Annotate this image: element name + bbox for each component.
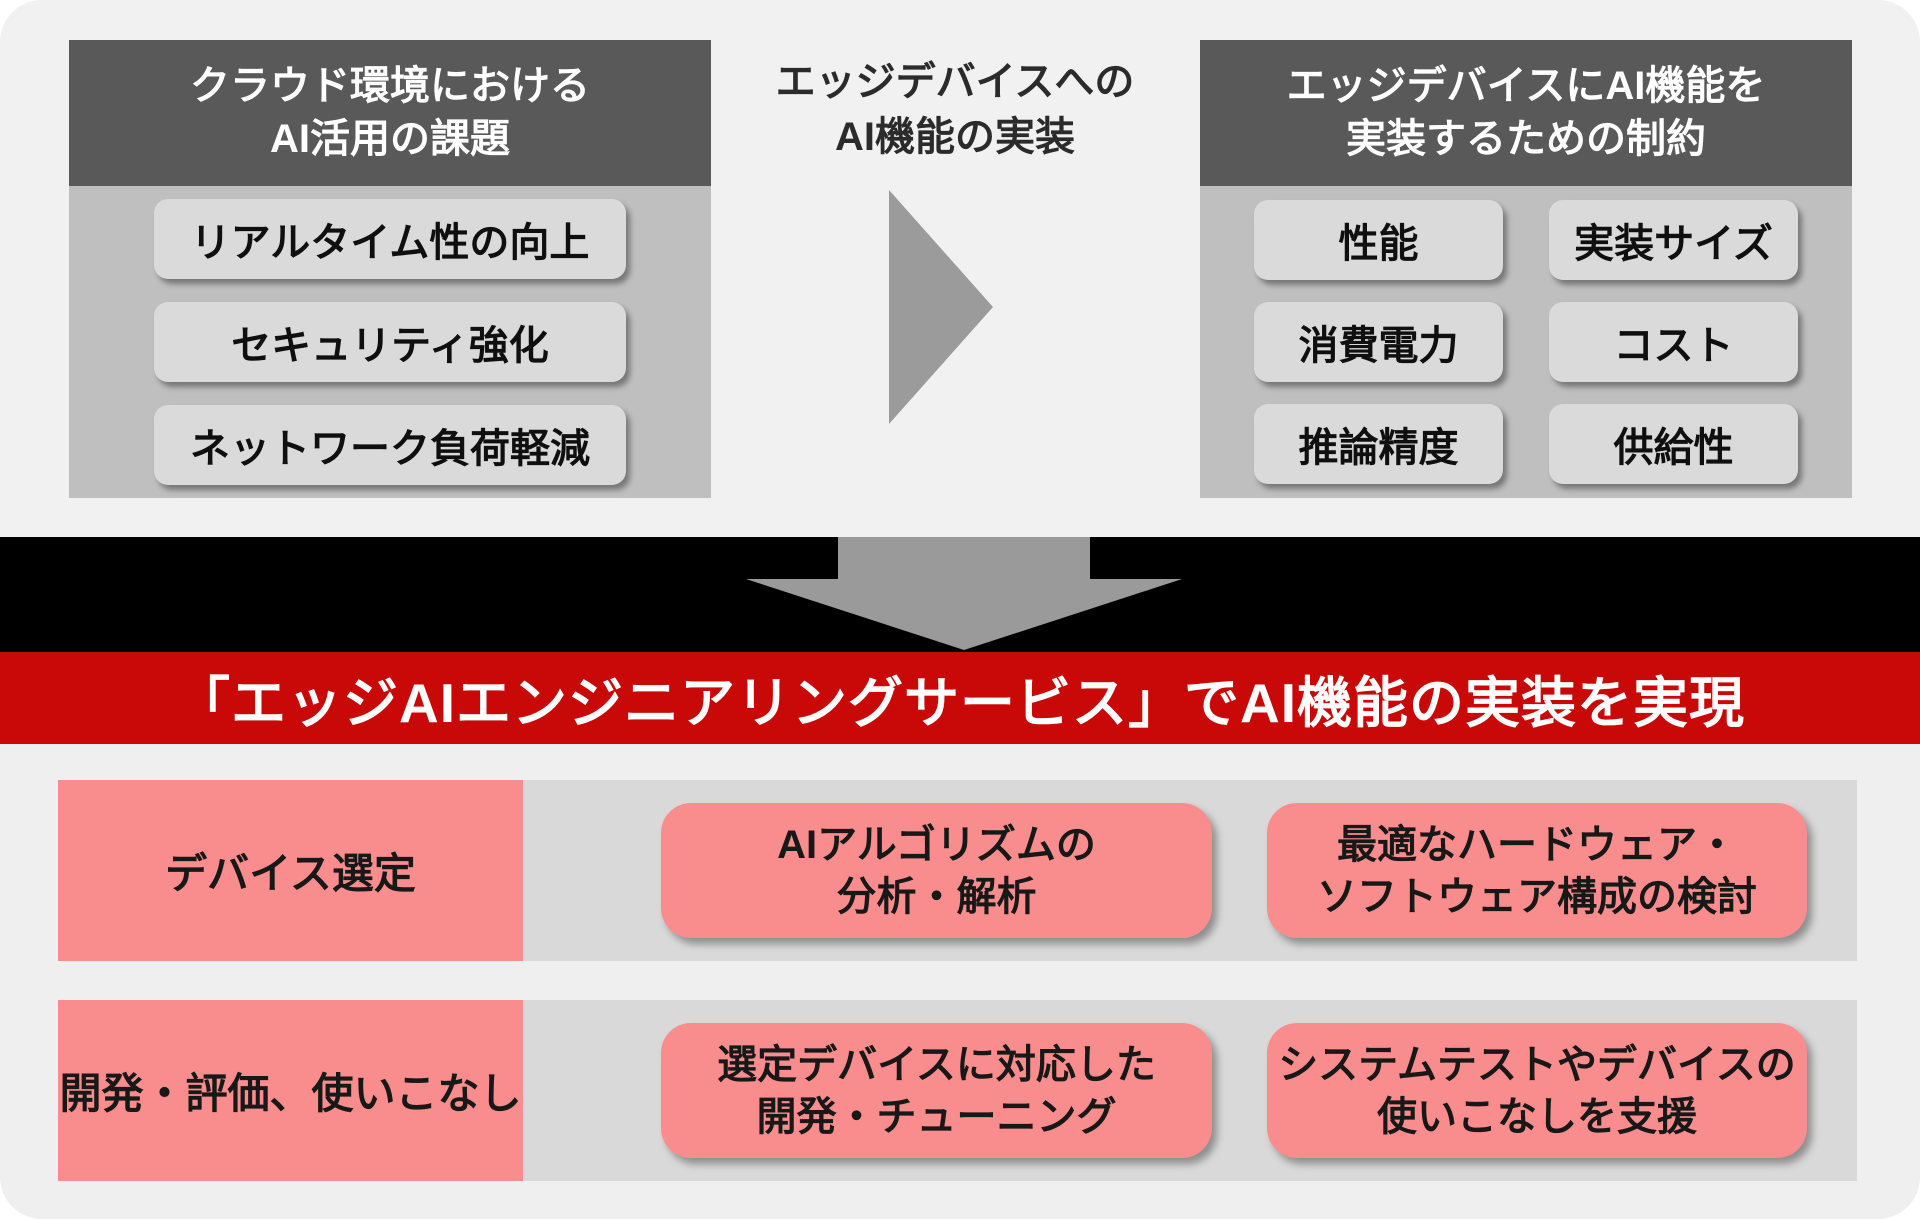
black-band <box>0 537 1920 652</box>
issue-chip-security: セキュリティ強化 <box>154 302 626 382</box>
service-row-development: 開発・評価、使いこなし 選定デバイスに対応した 開発・チューニング システムテス… <box>58 1000 1857 1181</box>
issue-chip-network: ネットワーク負荷軽減 <box>154 405 626 485</box>
constraint-chip-accuracy: 推論精度 <box>1254 404 1503 484</box>
constraint-chip-size: 実装サイズ <box>1549 200 1798 280</box>
constraints-title: エッジデバイスにAI機能を 実装するための制約 <box>1200 40 1852 186</box>
constraint-chip-cost: コスト <box>1549 302 1798 382</box>
service-row-label: デバイス選定 <box>58 780 523 961</box>
banner: 「エッジAIエンジニアリングサービス」でAI機能の実装を実現 <box>0 652 1920 744</box>
constraints-panel: エッジデバイスにAI機能を 実装するための制約 性能 実装サイズ 消費電力 コス… <box>1200 40 1852 498</box>
cloud-issues-panel: クラウド環境における AI活用の課題 リアルタイム性の向上 セキュリティ強化 ネ… <box>69 40 711 498</box>
transition-label: エッジデバイスへの AI機能の実装 <box>775 60 1135 160</box>
service-step-test-support: システムテストやデバイスの 使いこなしを支援 <box>1267 1023 1807 1158</box>
top-section: クラウド環境における AI活用の課題 リアルタイム性の向上 セキュリティ強化 ネ… <box>0 0 1920 537</box>
constraint-chip-power: 消費電力 <box>1254 302 1503 382</box>
service-row-device-selection: デバイス選定 AIアルゴリズムの 分析・解析 最適なハードウェア・ ソフトウェア… <box>58 780 1857 961</box>
service-step-dev-tuning: 選定デバイスに対応した 開発・チューニング <box>661 1023 1212 1158</box>
constraint-chip-supply: 供給性 <box>1549 404 1798 484</box>
cloud-issues-body: リアルタイム性の向上 セキュリティ強化 ネットワーク負荷軽減 <box>69 186 711 498</box>
arrow-right-icon <box>889 190 993 424</box>
cloud-issues-title: クラウド環境における AI活用の課題 <box>69 40 711 186</box>
service-row-label: 開発・評価、使いこなし <box>58 1000 523 1181</box>
banner-title: 「エッジAIエンジニアリングサービス」でAI機能の実装を実現 <box>174 672 1745 734</box>
issue-chip-realtime: リアルタイム性の向上 <box>154 199 626 279</box>
constraints-body: 性能 実装サイズ 消費電力 コスト 推論精度 供給性 <box>1200 186 1852 498</box>
service-step-hw-sw-study: 最適なハードウェア・ ソフトウェア構成の検討 <box>1267 803 1807 938</box>
arrow-down-icon <box>746 537 1182 650</box>
constraint-chip-performance: 性能 <box>1254 200 1503 280</box>
service-section: デバイス選定 AIアルゴリズムの 分析・解析 最適なハードウェア・ ソフトウェア… <box>0 744 1920 1219</box>
service-step-ai-analysis: AIアルゴリズムの 分析・解析 <box>661 803 1212 938</box>
